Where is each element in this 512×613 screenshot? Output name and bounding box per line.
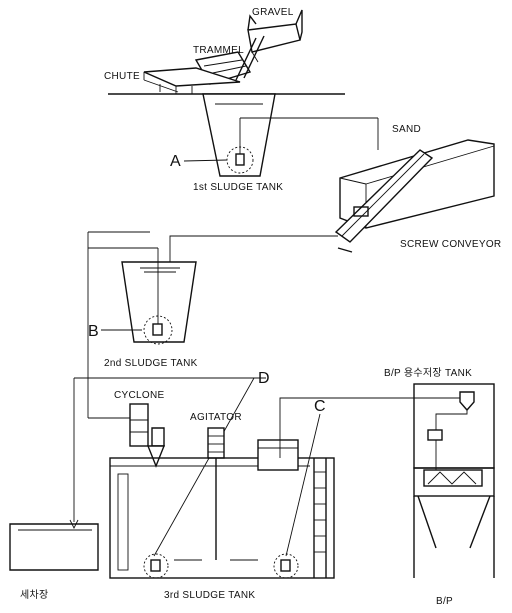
marker-d-leader <box>153 377 255 557</box>
chute-ramp <box>143 67 241 94</box>
sand-label: SAND <box>392 124 421 135</box>
third-tank-label: 3rd SLUDGE TANK <box>164 590 255 601</box>
second-sludge-tank <box>88 247 197 345</box>
first-tank-label: 1st SLUDGE TANK <box>193 182 283 193</box>
trammel-label: TRAMMEL <box>193 45 244 56</box>
gravel-label: GRAVEL <box>252 7 294 18</box>
cyclone-label: CYCLONE <box>114 390 164 401</box>
bp-tower <box>413 383 495 578</box>
second-tank-label: 2nd SLUDGE TANK <box>104 358 198 369</box>
first-sludge-tank <box>202 93 342 177</box>
marker-a: A <box>170 153 181 170</box>
chute-label: CHUTE <box>104 71 140 82</box>
pipe-tank3-to-bp <box>279 397 462 458</box>
wash-area-tank <box>9 519 99 571</box>
marker-b: B <box>88 323 99 340</box>
screw-conveyor <box>334 149 434 253</box>
gravel-bin <box>247 9 303 63</box>
marker-c: C <box>314 398 326 415</box>
tank-ladder <box>313 458 327 578</box>
bp-label: B/P <box>436 596 453 607</box>
bp-tank-label: B/P 용수저장 TANK <box>384 367 472 379</box>
marker-a-leader <box>183 159 228 162</box>
cyclone <box>129 403 166 468</box>
marker-c-leader <box>285 413 321 557</box>
wash-area-label: 세차장 <box>20 589 49 601</box>
screw-conveyor-label: SCREW CONVEYOR <box>400 239 501 250</box>
agitator-label: AGITATOR <box>190 412 242 423</box>
third-sludge-tank <box>109 439 335 579</box>
marker-d: D <box>258 370 270 387</box>
agitator-motor <box>207 427 225 560</box>
